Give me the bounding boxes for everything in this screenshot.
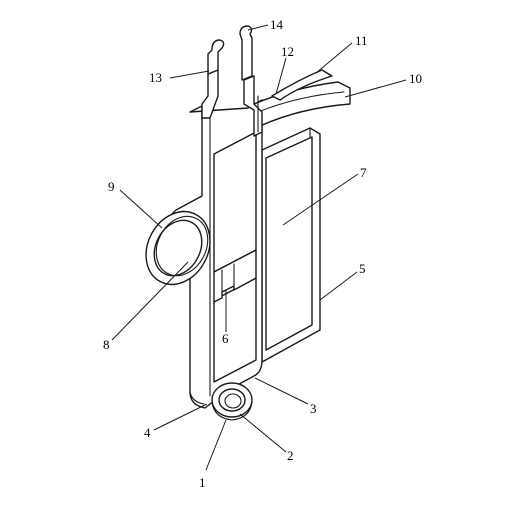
callout-5: 5 [359,261,366,276]
callout-14: 14 [270,17,284,32]
ring [145,210,211,286]
callout-12: 12 [281,44,294,59]
upright-arms [201,25,263,137]
side-frame [261,127,321,363]
curved-blades [253,69,351,127]
callout-6: 6 [222,331,229,346]
hub [211,382,253,421]
callout-1: 1 [199,475,206,490]
callout-3: 3 [310,401,317,416]
leader-lines [111,24,407,471]
callout-8: 8 [103,337,110,352]
callout-11: 11 [355,33,368,48]
callout-2: 2 [287,448,294,463]
callout-4: 4 [144,425,151,440]
callout-10: 10 [409,71,422,86]
callout-7: 7 [360,165,367,180]
callout-9: 9 [108,179,115,194]
callout-13: 13 [149,70,162,85]
callout-labels: 1 2 3 4 5 6 7 8 9 10 11 12 13 14 [103,17,422,490]
